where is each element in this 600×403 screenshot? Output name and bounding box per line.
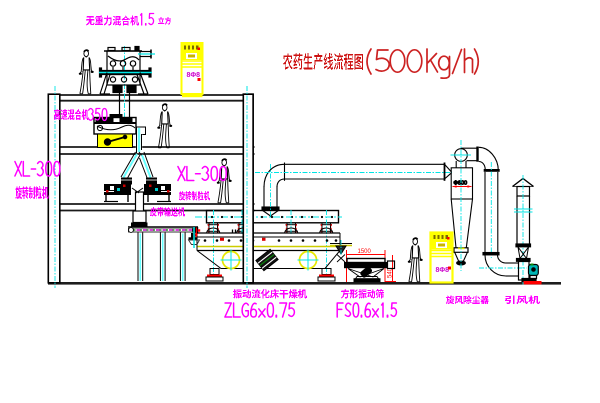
svg-text:1500: 1500	[358, 249, 372, 255]
svg-text:8Φ8: 8Φ8	[187, 72, 201, 79]
svg-text:540: 540	[388, 267, 394, 278]
svg-text:8Φ8: 8Φ8	[436, 267, 450, 274]
svg-text:Φ600: Φ600	[454, 181, 468, 187]
